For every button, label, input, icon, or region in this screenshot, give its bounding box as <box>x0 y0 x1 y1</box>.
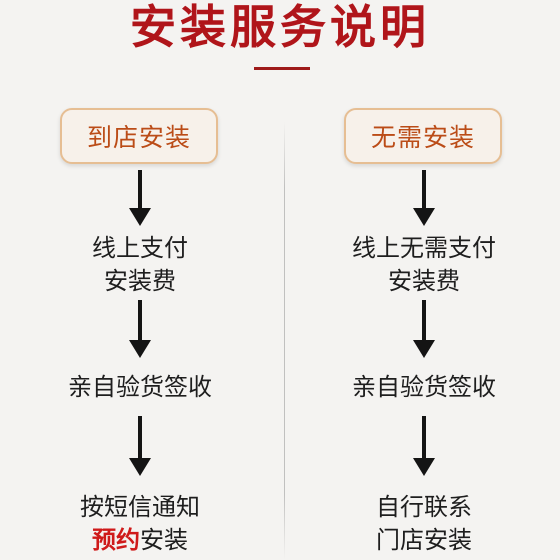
arrow-down-icon <box>412 300 436 358</box>
inspect-sign-step: 亲自验货签收 <box>352 373 496 401</box>
arrow-down-icon <box>412 416 436 476</box>
page-title: 安装服务说明 <box>130 0 430 54</box>
arrow-down-icon <box>128 416 152 476</box>
appointment-highlight: 预约 <box>92 526 140 554</box>
inspect-sign-step: 亲自验货签收 <box>68 373 212 401</box>
arrow-down-icon <box>412 170 436 226</box>
arrow-down-icon <box>128 170 152 226</box>
no-install-option[interactable]: 无需安装 <box>344 108 502 164</box>
column-divider <box>284 122 285 560</box>
self-contact-step: 自行联系 门店安装 <box>376 493 472 554</box>
pay-online-step: 线上支付 安装费 <box>92 234 188 295</box>
appointment-step: 按短信通知 预约安装 <box>80 493 200 554</box>
no-install-column: 无需安装 线上无需支付 安装费 亲自验货签收 自行联系 门店安装 <box>284 0 560 560</box>
title-underline <box>254 67 310 70</box>
in-store-install-column: 到店安装 线上支付 安装费 亲自验货签收 按短信通知 预约安装 <box>60 108 218 554</box>
arrow-down-icon <box>128 300 152 358</box>
no-payment-step: 线上无需支付 安装费 <box>352 234 496 295</box>
in-store-install-option[interactable]: 到店安装 <box>60 108 218 164</box>
